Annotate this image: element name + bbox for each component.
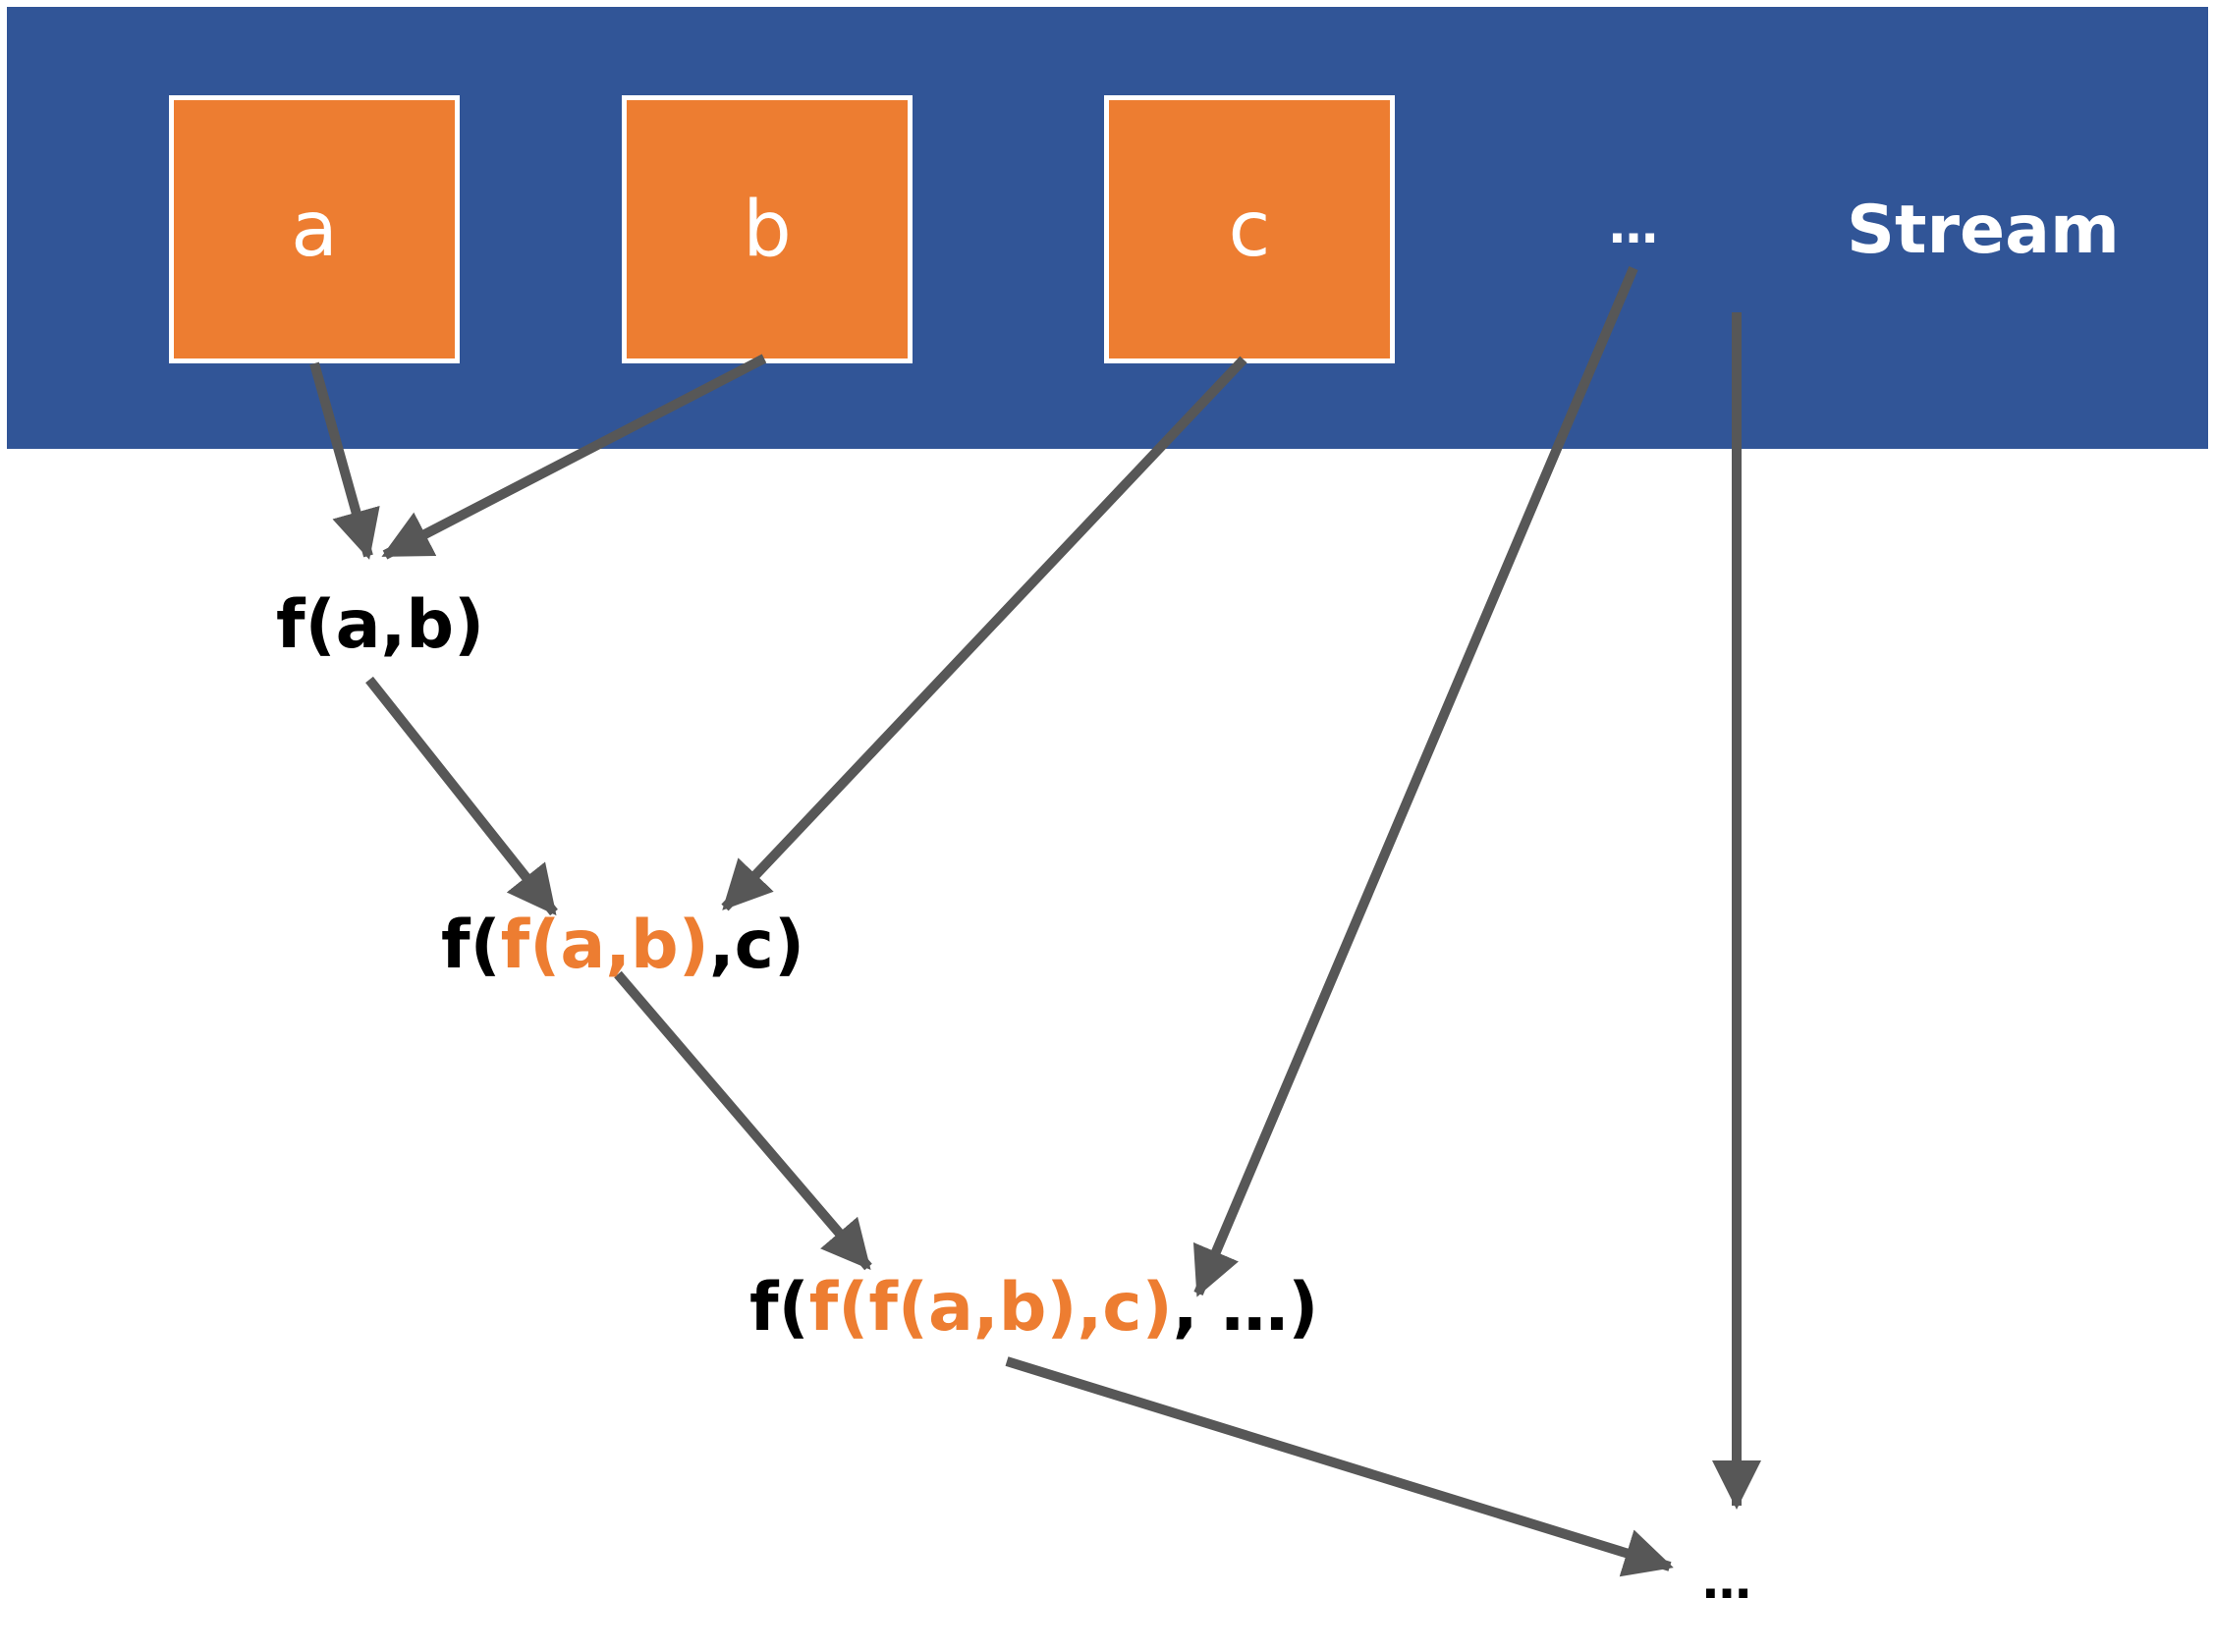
expression-2-prefix: f(	[441, 907, 501, 984]
expression-3: f(f(f(a,b),c), …)	[749, 1264, 1318, 1352]
stream-label: Stream	[1847, 192, 2120, 269]
expression-1-part: f(a,b)	[276, 586, 485, 664]
stream-ellipsis: …	[1609, 197, 1658, 254]
stream-element-c: c	[1104, 95, 1395, 363]
stream-element-c-label: c	[1228, 185, 1271, 274]
expression-3-suffix: , …)	[1172, 1269, 1319, 1347]
arrow-expression-3-to-final-ellipsis	[1005, 1356, 1674, 1577]
arrow-a-to-expression-1	[309, 361, 380, 560]
arrow-expression-2-to-expression-3	[614, 970, 872, 1271]
expression-2: f(f(a,b),c)	[441, 902, 804, 990]
arrow-stream-ellipsis-to-expression-3	[1192, 266, 1638, 1297]
expression-2-suffix: ,c)	[708, 907, 805, 984]
arrow-c-to-expression-2	[721, 356, 1247, 911]
expression-2-inner: f(a,b)	[500, 907, 709, 984]
expression-1: f(a,b)	[276, 581, 484, 670]
stream-element-a: a	[169, 95, 460, 363]
stream-element-b-label: b	[743, 185, 792, 274]
final-ellipsis: …	[1702, 1553, 1751, 1610]
stream-element-b: b	[622, 95, 913, 363]
arrow-b-to-expression-1	[381, 354, 767, 560]
expression-3-prefix: f(	[749, 1269, 809, 1347]
stream-element-a-label: a	[291, 185, 338, 274]
expression-3-inner: f(f(a,b),c)	[808, 1269, 1173, 1347]
arrow-expression-1-to-expression-2	[365, 676, 558, 916]
